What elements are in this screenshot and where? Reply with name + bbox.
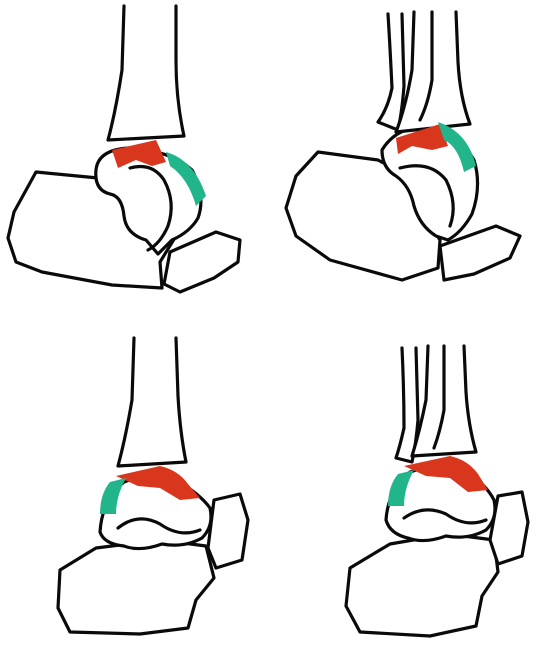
calcaneus-bone (58, 540, 214, 634)
panel-top-left (8, 6, 240, 292)
tibia-bone (108, 6, 184, 140)
fibula-bone (378, 14, 404, 130)
panel-top-right (286, 12, 520, 280)
tibia-bone (118, 338, 186, 466)
panel-bottom-left (58, 338, 248, 634)
panel-bottom-right (346, 346, 528, 636)
posterior-process-bone (208, 494, 248, 568)
navicular-bone (164, 232, 240, 292)
calcaneus-bone (346, 534, 498, 636)
